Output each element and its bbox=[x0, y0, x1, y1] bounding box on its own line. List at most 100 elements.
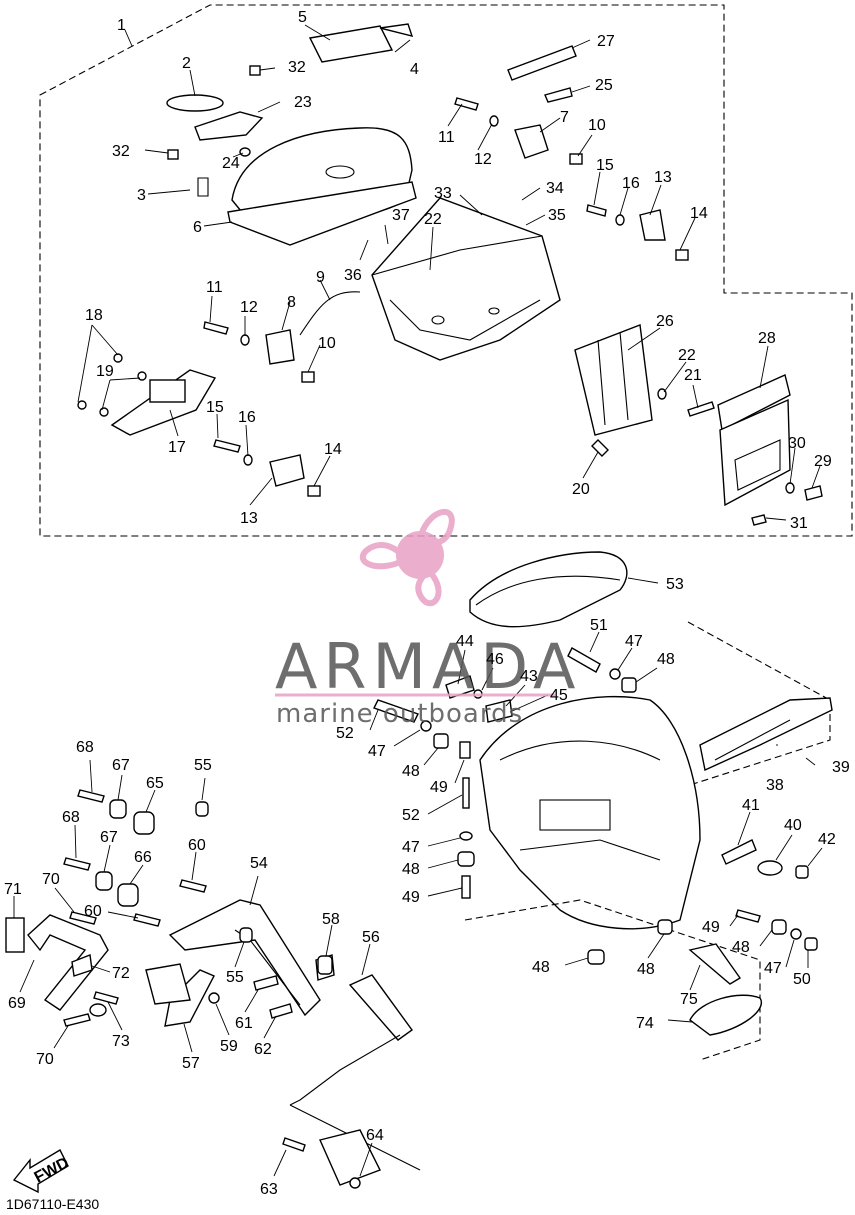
callout-52b: 52 bbox=[402, 807, 420, 824]
callout-44: 44 bbox=[456, 633, 474, 650]
callout-labels: 1 2 3 4 5 6 7 8 9 10 10 11 11 12 12 13 1… bbox=[4, 9, 850, 1198]
callout-20: 20 bbox=[572, 481, 590, 498]
callout-14a: 14 bbox=[690, 205, 708, 222]
callout-5: 5 bbox=[298, 9, 307, 26]
callout-54: 54 bbox=[250, 855, 268, 872]
callout-10b: 10 bbox=[318, 335, 336, 352]
callout-16b: 16 bbox=[238, 409, 256, 426]
callout-60b: 60 bbox=[84, 903, 102, 920]
callout-8: 8 bbox=[287, 294, 296, 311]
callout-53: 53 bbox=[666, 576, 684, 593]
callout-19: 19 bbox=[96, 363, 114, 380]
callout-49b: 49 bbox=[402, 889, 420, 906]
callout-21: 21 bbox=[684, 367, 702, 384]
saddlebag-case bbox=[371, 197, 561, 361]
callout-59: 59 bbox=[220, 1038, 238, 1055]
callout-13a: 13 bbox=[654, 169, 672, 186]
mount-bracket-left bbox=[77, 353, 321, 497]
leader-lines bbox=[13, 24, 823, 1177]
callout-49c: 49 bbox=[702, 919, 720, 936]
callout-48d: 48 bbox=[532, 959, 550, 976]
callout-36: 36 bbox=[344, 267, 362, 284]
fender-guideline bbox=[464, 899, 761, 1061]
drawing-code: 1D67110-E430 bbox=[6, 1196, 100, 1212]
callout-48b: 48 bbox=[402, 763, 420, 780]
fwd-arrow: FWD bbox=[12, 1149, 72, 1194]
callout-66: 66 bbox=[134, 849, 152, 866]
callout-33: 33 bbox=[434, 185, 452, 202]
watermark-logo: ARMADA marine outboards bbox=[275, 508, 581, 729]
callout-74: 74 bbox=[636, 1015, 654, 1032]
callout-32a: 32 bbox=[288, 59, 306, 76]
callout-27: 27 bbox=[597, 33, 615, 50]
callout-47d: 47 bbox=[764, 960, 782, 977]
callout-46: 46 bbox=[486, 651, 504, 668]
callout-69: 69 bbox=[8, 995, 26, 1012]
mount-bracket-right bbox=[574, 324, 715, 457]
callout-45: 45 bbox=[550, 687, 568, 704]
callout-47b: 47 bbox=[368, 743, 386, 760]
grab-bar bbox=[5, 914, 109, 1017]
callout-57: 57 bbox=[182, 1055, 200, 1072]
callout-6: 6 bbox=[193, 219, 202, 236]
watermark-tagline: marine outboards bbox=[276, 699, 523, 729]
callout-68b: 68 bbox=[62, 809, 80, 826]
callout-30: 30 bbox=[788, 435, 806, 452]
callout-70a: 70 bbox=[42, 871, 60, 888]
callout-22a: 22 bbox=[424, 211, 442, 228]
callout-63: 63 bbox=[260, 1181, 278, 1198]
callout-15a: 15 bbox=[596, 157, 614, 174]
callout-18: 18 bbox=[85, 307, 103, 324]
callout-71: 71 bbox=[4, 881, 22, 898]
callout-61: 61 bbox=[235, 1015, 253, 1032]
callout-35: 35 bbox=[548, 207, 566, 224]
callout-72: 72 bbox=[112, 965, 130, 982]
rear-bracket bbox=[699, 697, 833, 772]
rear-fender bbox=[479, 695, 701, 930]
callout-67a: 67 bbox=[112, 757, 130, 774]
callout-49a: 49 bbox=[430, 779, 448, 796]
saddlebag-lid bbox=[227, 127, 417, 246]
reflector-plate bbox=[717, 374, 823, 526]
callout-9: 9 bbox=[316, 269, 325, 286]
callout-28: 28 bbox=[758, 330, 776, 347]
callout-29: 29 bbox=[814, 453, 832, 470]
callout-47a: 47 bbox=[625, 633, 643, 650]
callout-41: 41 bbox=[742, 797, 760, 814]
seat-cover bbox=[469, 551, 628, 628]
callout-11a: 11 bbox=[438, 129, 455, 146]
callout-3: 3 bbox=[137, 187, 146, 204]
callout-38: 38 bbox=[766, 777, 784, 794]
callout-56: 56 bbox=[362, 929, 380, 946]
callout-15b: 15 bbox=[206, 399, 224, 416]
callout-11b: 11 bbox=[206, 279, 223, 296]
callout-1: 1 bbox=[117, 17, 126, 34]
callout-62: 62 bbox=[254, 1041, 272, 1058]
callout-10a: 10 bbox=[588, 117, 606, 134]
callout-16a: 16 bbox=[622, 175, 640, 192]
callout-40: 40 bbox=[784, 817, 802, 834]
callout-34: 34 bbox=[546, 180, 564, 197]
callout-50: 50 bbox=[793, 971, 811, 988]
callout-48f: 48 bbox=[732, 939, 750, 956]
callout-17: 17 bbox=[168, 439, 186, 456]
callout-65: 65 bbox=[146, 775, 164, 792]
callout-73: 73 bbox=[112, 1033, 130, 1050]
callout-48c: 48 bbox=[402, 861, 420, 878]
callout-26: 26 bbox=[656, 313, 674, 330]
callout-48e: 48 bbox=[637, 961, 655, 978]
callout-67b: 67 bbox=[100, 829, 118, 846]
callout-60a: 60 bbox=[188, 837, 206, 854]
callout-13b: 13 bbox=[240, 510, 258, 527]
callout-47c: 47 bbox=[402, 839, 420, 856]
side-bracket-57 bbox=[145, 963, 220, 1027]
callout-55b: 55 bbox=[226, 969, 244, 986]
callout-12a: 12 bbox=[474, 151, 492, 168]
callout-23: 23 bbox=[294, 94, 312, 111]
watermark-brand: ARMADA bbox=[275, 630, 581, 703]
callout-25: 25 bbox=[595, 77, 613, 94]
callout-7: 7 bbox=[560, 109, 569, 126]
callout-42: 42 bbox=[818, 831, 836, 848]
lid-hardware bbox=[166, 23, 414, 197]
